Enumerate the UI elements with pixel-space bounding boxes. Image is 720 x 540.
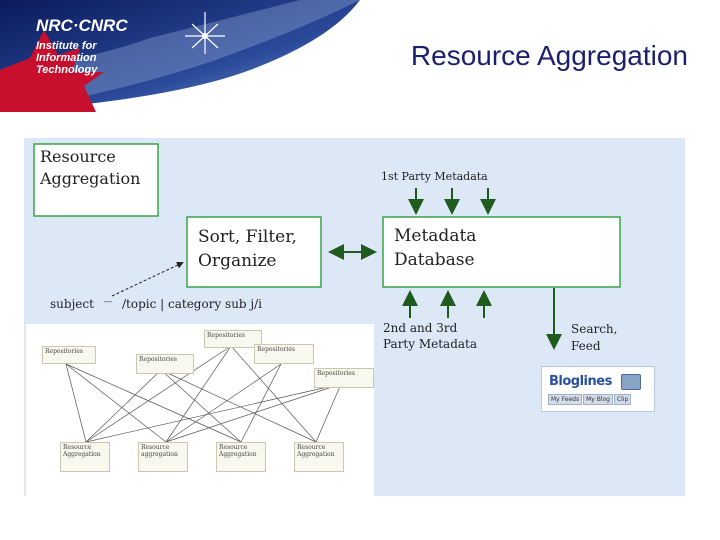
search-label-1: Search, [571,322,617,336]
resource-aggregation-label-1: Resource [40,147,116,166]
aggregation-node: Resource Aggregation [216,442,266,472]
aggregation-network-image: Repositories Repositories Repositories R… [26,324,374,496]
other-party-label-1: 2nd and 3rd [383,321,458,335]
bloglines-tab-my-feeds: My Feeds [548,394,583,405]
bloglines-logo: Bloglines [549,374,612,389]
repository-node: Repositories [314,368,374,388]
nrc-logo-banner [0,0,360,112]
subject-dash: --- [104,297,112,306]
institute-line-2: Information [36,52,97,64]
aggregation-node-label: Aggregation [219,451,257,458]
aggregation-node: Resource Aggregation [60,442,110,472]
first-party-arrows [408,188,496,215]
aggregation-node: Resource aggregation [138,442,188,472]
aggregation-node-label: Resource [63,444,92,451]
slide-title: Resource Aggregation [410,40,688,71]
network-lines [65,345,342,443]
brand-name: NRC·CNRC [36,16,128,35]
diagram-canvas: Resource Aggregation Sort, Filter, Organ… [33,143,621,353]
aggregation-node-label: Aggregation [297,451,335,458]
database-label-1: Metadata [394,226,476,246]
other-party-arrows [402,290,492,318]
repository-node: Repositories [254,344,314,364]
bloglines-tabs: My Feeds My Blog Clip [548,394,632,405]
aggregation-node-label: Aggregation [63,451,101,458]
bloglines-widget: Bloglines My Feeds My Blog Clip [541,366,655,412]
slide-header: NRC·CNRC Institute for Information Techn… [0,0,720,112]
institute-line-3: Technology [36,64,98,76]
subject-dashed-arrow [111,261,184,297]
repository-node: Repositories [204,330,262,348]
bloglines-tab-clip: Clip [613,394,632,405]
aggregation-node: Resource Aggregation [294,442,344,472]
resource-aggregation-label-2: Aggregation [39,169,140,188]
institute-line-1: Institute for [36,40,97,52]
metadata-database-box [382,216,621,288]
aggregation-node-label: Resource [297,444,326,451]
aggregation-node-label: aggregation [141,451,178,458]
diagram-panel: Resource Aggregation Sort, Filter, Organ… [24,138,685,496]
search-label-2: Feed [571,339,601,353]
bloglines-tab-my-blog: My Blog [583,394,613,405]
resource-aggregation-box [33,143,159,217]
subject-label: subject [50,297,94,311]
topic-category-label: /topic | category sub j/i [122,297,262,311]
other-party-label-2: Party Metadata [383,337,477,351]
repository-node: Repositories [42,346,96,364]
sort-filter-label-2: Organize [198,251,276,271]
maple-leaf-icon [0,30,104,112]
repository-node: Repositories [136,354,194,374]
aggregation-node-label: Resource [141,444,170,451]
sort-filter-box [186,216,322,288]
database-label-2: Database [394,250,475,270]
first-party-label: 1st Party Metadata [381,170,488,183]
aggregation-node-label: Resource [219,444,248,451]
sort-filter-label-1: Sort, Filter, [198,227,297,247]
bloglines-feed-icon [621,374,641,390]
